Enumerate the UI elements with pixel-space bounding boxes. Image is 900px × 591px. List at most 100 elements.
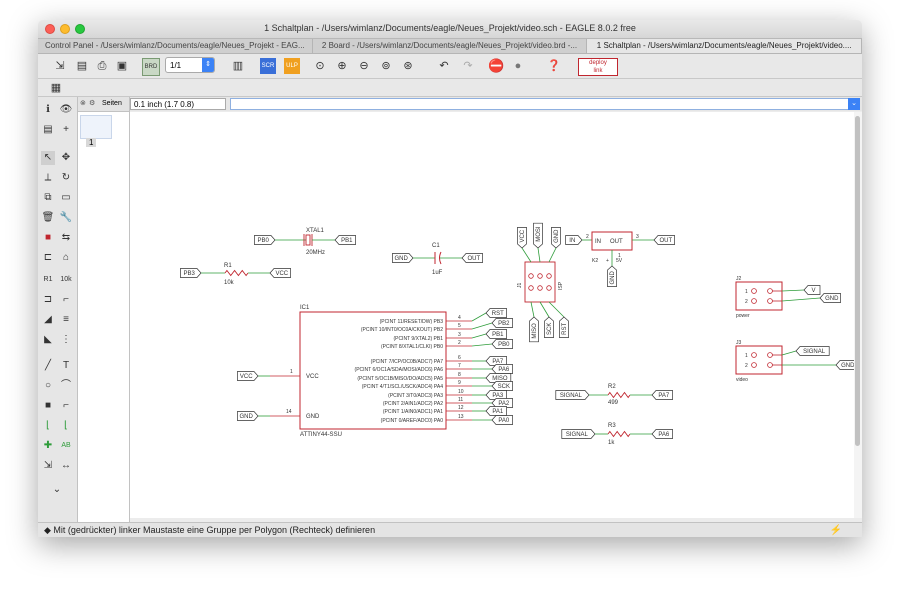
ic1-net-6 [485,373,512,383]
save-icon[interactable]: ▤ [76,60,88,72]
tab-control-panel[interactable]: Control Panel - /Users/wimlanz/Documents… [38,39,313,53]
ic1-vcc-net-text: VCC [240,374,253,380]
add-icon[interactable]: ■ [44,232,52,243]
minimize-window-button[interactable] [60,24,70,34]
smash-icon[interactable]: ⊐ [43,294,53,305]
vertical-scrollbar[interactable] [854,112,862,518]
ulp-icon[interactable]: ULP [284,58,300,74]
junction-icon[interactable]: ✚ [43,440,53,451]
close-window-button[interactable] [45,24,55,34]
polygon-icon[interactable]: ⌐ [63,400,69,411]
rotate-icon[interactable]: ↻ [61,172,71,183]
layer-icon[interactable]: ▥ [232,60,244,72]
j2-net1-text: V [811,288,815,294]
ic1-net-8 [485,390,507,400]
panel-options-icon[interactable]: ⚙ [89,100,96,107]
cross-move-icon[interactable]: ✥ [61,152,71,163]
zoom-out-icon[interactable]: ⊖ [359,60,369,72]
ic1-pin-num: 7 [458,363,461,369]
chevron-down-icon[interactable]: ⌄ [848,98,860,110]
optimize-icon[interactable]: ≡ [63,314,69,325]
info-icon[interactable]: ℹ [46,104,50,115]
move-icon[interactable]: ↖ [41,151,55,165]
bolt-icon[interactable]: ⚡ [829,525,842,536]
miter-icon[interactable]: ⌐ [63,294,69,305]
split-icon[interactable]: ◢ [44,314,52,325]
undo-icon[interactable]: ↶ [439,60,449,72]
value-icon[interactable]: 10k [60,276,72,283]
text-icon[interactable]: T [62,360,70,371]
open-icon[interactable]: ⇲ [55,60,65,72]
net-wire [781,297,821,302]
reg-in-net [565,235,583,245]
sheet-thumbnail[interactable] [80,115,112,139]
mirror-icon[interactable]: ⟂ [44,172,52,183]
command-line-input[interactable]: ⌄ [230,98,860,110]
r1-value: 10k [224,280,235,286]
help-icon[interactable]: ❓ [547,60,561,72]
board-switch-icon[interactable]: BRD [142,58,160,76]
reg-label-plus: + [606,258,609,264]
paste-icon[interactable]: ▭ [61,192,71,203]
label-icon[interactable]: AB [61,442,71,449]
r3-name: R3 [608,423,616,429]
display-icon[interactable]: ▤ [43,124,53,135]
line-icon[interactable]: ╱ [44,360,52,371]
tab-bar: Control Panel - /Users/wimlanz/Documents… [38,39,862,54]
scrollbar-thumb[interactable] [855,116,860,446]
bus-icon[interactable]: ⌊ [46,420,50,431]
j2-pin2: 2 [745,299,748,305]
dimension-icon[interactable]: ↔ [61,460,71,471]
print-icon[interactable]: ⎙ [97,60,107,72]
zoom-select-icon[interactable]: ⊛ [403,60,413,72]
tab-board[interactable]: 2 Board - /Users/wimlanz/Documents/eagle… [313,39,588,53]
sheet-panel-header: ⊗ ⚙ Seiten [78,97,129,112]
pinswap-icon[interactable]: ◣ [44,334,52,345]
zoom-redraw-icon[interactable]: ⊚ [381,60,391,72]
ic1-net-4-text: PA7 [492,359,504,365]
gateswap-icon[interactable]: ⌂ [62,252,70,263]
ic1-net-0-text: RST [492,311,504,317]
grid-icon[interactable]: ▦ [50,82,62,94]
ic1-pin-num: 5 [458,323,461,329]
close-panel-icon[interactable]: ⊗ [80,100,86,107]
go-icon[interactable]: ● [514,60,522,72]
attribute-icon[interactable]: ⋮ [61,334,71,345]
title-bar[interactable]: 1 Schaltplan - /Users/wimlanz/Documents/… [38,20,862,39]
stop-icon[interactable]: ⛔ [488,58,505,73]
name-icon[interactable]: R1 [43,276,53,283]
cam-icon[interactable]: ▣ [116,60,128,72]
rectangle-icon[interactable]: ■ [44,400,52,411]
script-icon[interactable]: SCR [260,58,276,74]
copy-icon[interactable]: ⧉ [44,192,52,203]
tab-schematic[interactable]: 1 Schaltplan - /Users/wimlanz/Documents/… [587,39,862,53]
xtal-right-net-text: PB1 [341,238,353,244]
redo-icon[interactable]: ↷ [463,60,473,72]
ic1-gnd-pin: 14 [286,409,292,415]
r1-right-net [269,268,291,278]
zoom-in-icon[interactable]: ⊕ [337,60,347,72]
show-icon[interactable]: 👁 [59,104,73,115]
isp-top-net-2-text: GND [554,229,560,243]
erc-icon[interactable]: ⇲ [43,460,53,471]
net-icon[interactable]: ⌊ [64,420,68,431]
circle-icon[interactable]: ○ [44,380,52,391]
c1-right-net-text: OUT [467,256,480,262]
arc-icon[interactable]: ⌒ [61,380,71,391]
expand-icon[interactable]: ⌄ [52,484,62,495]
mark-icon[interactable]: + [63,124,69,135]
coordinate-bar: 0.1 inch (1.7 0.8) ⌄ [130,97,862,111]
delete-icon[interactable]: 🗑 [41,212,55,223]
r1-right-net-text: VCC [275,271,288,277]
ic1-net-1 [491,318,513,328]
cap-plate-curved [439,251,442,265]
maximize-window-button[interactable] [75,24,85,34]
replace-icon[interactable]: ⇆ [61,232,71,243]
sheet-select[interactable]: 1/1⇕ [165,57,215,73]
wrench-icon[interactable]: 🔧 [59,212,73,223]
zoom-fit-icon[interactable]: ⊙ [315,60,325,72]
invoke-icon[interactable]: ⊏ [43,252,53,263]
